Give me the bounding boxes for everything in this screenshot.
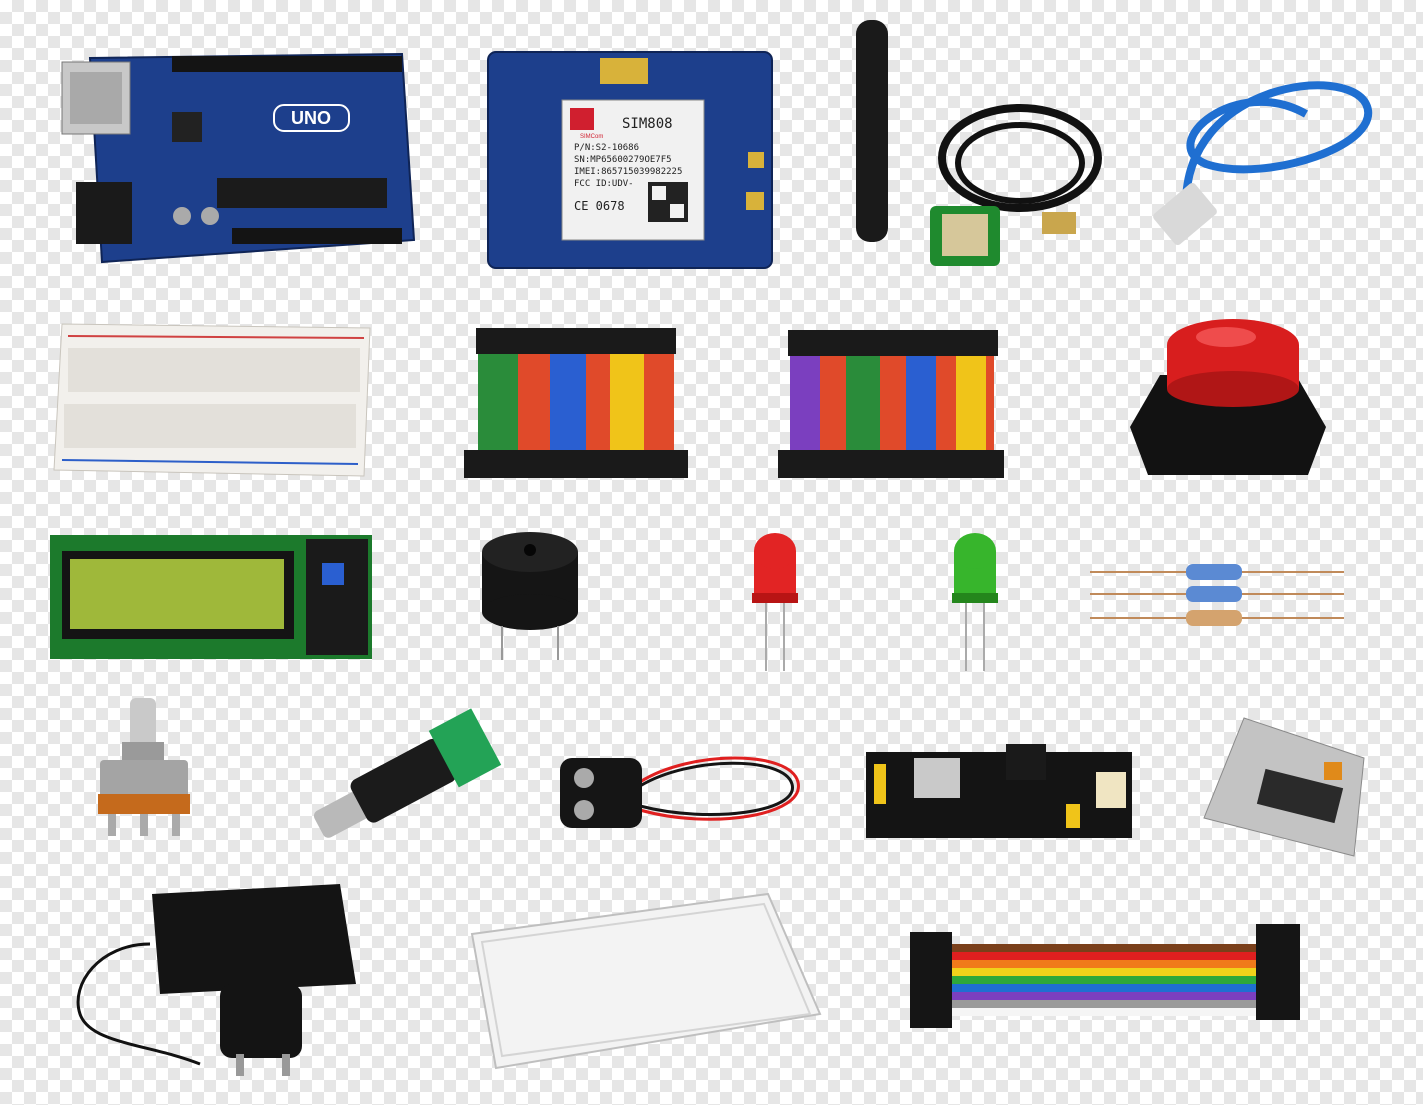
jumper-wires-bundle-2 — [776, 324, 1008, 482]
lcd-16x2-display — [50, 535, 372, 659]
power-adapter — [70, 884, 356, 1078]
sim808-chip-label: SIM808 — [622, 116, 673, 132]
simcom-brand: SIMCom — [580, 134, 603, 140]
led-green — [950, 533, 1000, 673]
usb-cable — [1146, 44, 1382, 262]
part-number-text: P/N:S2-10686 — [574, 143, 639, 153]
imei-text: IMEI:865715039982225 — [574, 167, 682, 177]
serial-number-text: SN:MP65600279OE7F5 — [574, 155, 672, 165]
red-push-button — [1130, 315, 1326, 481]
breadboard-power-module — [866, 744, 1132, 838]
resistors — [1090, 560, 1344, 630]
dc-barrel-jack-adapter — [306, 708, 502, 838]
breadboard — [52, 320, 372, 480]
arduino-uno-board: UNO — [61, 50, 416, 265]
9v-battery-clip — [560, 740, 804, 832]
sim808-gsm-module: SIMCom SIM808 P/N:S2-10686 SN:MP65600279… — [487, 51, 773, 269]
led-red — [750, 533, 800, 673]
potentiometer — [96, 698, 192, 838]
fcc-id-text: FCC ID:UDV- — [574, 179, 634, 189]
ce-mark-text: CE 0678 — [574, 199, 625, 213]
gsm-antenna-and-gps-module — [852, 18, 1108, 268]
micro-sd-card-socket — [1203, 717, 1365, 857]
jumper-wires-bundle-1 — [460, 320, 692, 482]
piezo-buzzer — [480, 530, 580, 660]
plastic-storage-box — [470, 892, 822, 1070]
rainbow-ribbon-cable — [910, 924, 1300, 1030]
uno-logo: UNO — [291, 108, 331, 128]
